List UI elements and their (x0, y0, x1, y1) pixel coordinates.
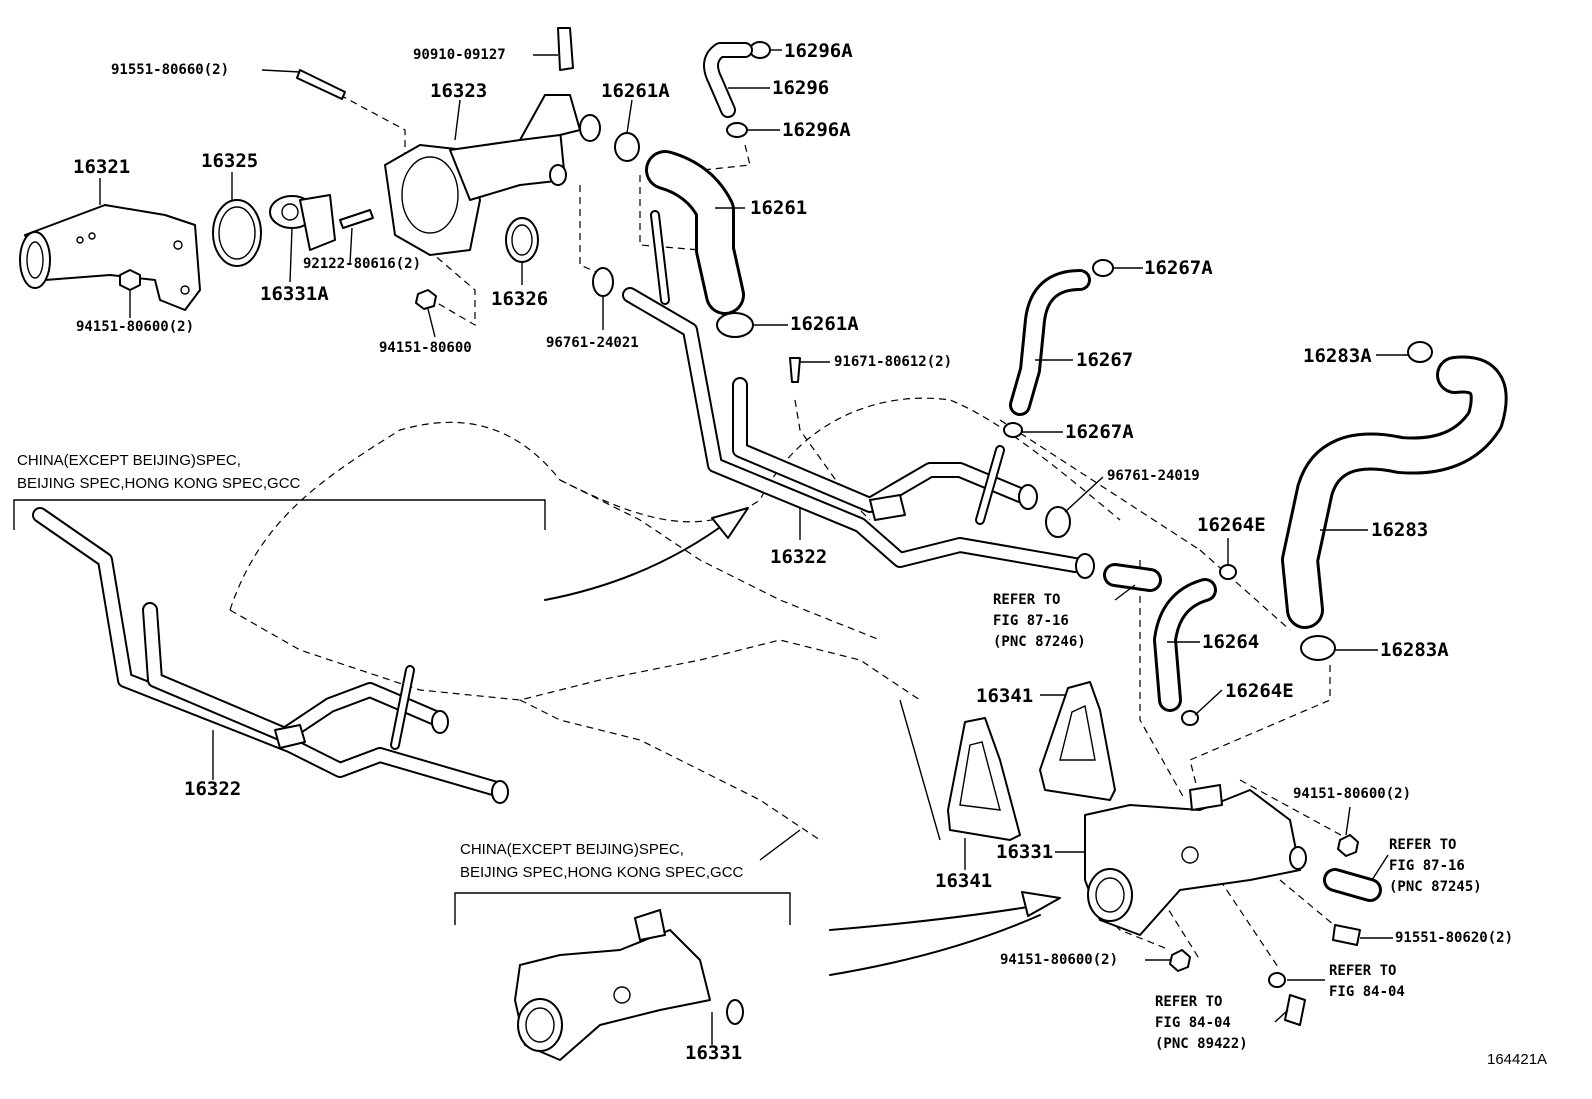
hose-refer-87246 (1103, 563, 1162, 592)
ref-87245-line2: FIG 87-16 (1389, 858, 1465, 874)
hose-16296 (703, 42, 753, 118)
thermostat-16331A (269, 194, 336, 251)
ref-pnc-89422: REFER TO FIG 84-04 (PNC 89422) (1155, 992, 1248, 1055)
label-16331A: 16331A (260, 283, 329, 305)
sensor-90910-09127 (557, 27, 574, 71)
o-ring-96761-24019 (1045, 506, 1071, 538)
label-16283A-bottom: 16283A (1380, 639, 1449, 661)
label-94151-80600-2-bottom: 94151-80600(2) (1000, 952, 1119, 968)
ref-87246-line1: REFER TO (993, 592, 1061, 608)
label-16296A-mid: 16296A (782, 119, 851, 141)
housing-16323 (384, 94, 601, 256)
label-16322-left: 16322 (184, 778, 242, 800)
ref-89422-line2: FIG 84-04 (1155, 1015, 1231, 1031)
housing-16331-bottom (514, 909, 744, 1061)
bolt-91551-80660 (296, 69, 346, 100)
hose-16261 (645, 150, 745, 315)
label-16323: 16323 (430, 80, 488, 102)
variant-note-bottom: CHINA(EXCEPT BEIJING)SPEC, BEIJING SPEC,… (460, 838, 743, 885)
ref-84-04-line2: FIG 84-04 (1329, 984, 1405, 1000)
gasket-16325 (212, 199, 262, 267)
nut-left (119, 269, 141, 291)
ref-89422-line3: (PNC 89422) (1155, 1036, 1248, 1052)
label-16261: 16261 (750, 197, 808, 219)
label-16326: 16326 (491, 288, 549, 310)
label-16264E-bottom: 16264E (1225, 680, 1294, 702)
label-16325: 16325 (201, 150, 259, 172)
ref-89422-line1: REFER TO (1155, 994, 1223, 1010)
ref-84-04-line1: REFER TO (1329, 963, 1397, 979)
o-ring-96761-24021 (592, 267, 614, 297)
label-96761-24019: 96761-24019 (1107, 468, 1200, 484)
label-16341-upper: 16341 (976, 685, 1034, 707)
bracket-bottom (454, 892, 791, 925)
stud-92122 (339, 209, 374, 229)
ref-87245-line3: (PNC 87245) (1389, 879, 1482, 895)
label-16296A-top: 16296A (784, 40, 853, 62)
label-94151-80600: 94151-80600 (379, 340, 472, 356)
label-16267: 16267 (1076, 349, 1134, 371)
label-16331-bottom: 16331 (685, 1042, 743, 1064)
label-90910-09127: 90910-09127 (413, 47, 506, 63)
label-16296: 16296 (772, 77, 830, 99)
bolt-91671-80612 (789, 357, 801, 383)
label-16331-right: 16331 (996, 841, 1054, 863)
ref-87245-line1: REFER TO (1389, 837, 1457, 853)
label-91671-80612: 91671-80612(2) (834, 354, 953, 370)
label-94151-80600-2-left: 94151-80600(2) (76, 319, 195, 335)
bolt-91551-80620 (1332, 924, 1361, 946)
label-91551-80660: 91551-80660(2) (111, 62, 230, 78)
nut-94151-bottom (1169, 949, 1191, 972)
hose-refer-87245 (1323, 868, 1382, 902)
label-16283: 16283 (1371, 519, 1429, 541)
label-92122-80616: 92122-80616(2) (303, 256, 422, 272)
label-16261A-mid: 16261A (790, 313, 859, 335)
label-16267A-mid: 16267A (1065, 421, 1134, 443)
engine-outline (229, 397, 1121, 861)
label-16264E-top: 16264E (1197, 514, 1266, 536)
figure-id: 164421A (1487, 1051, 1548, 1068)
nut-94151-right (1337, 834, 1359, 857)
label-16322-main: 16322 (770, 546, 828, 568)
label-16321: 16321 (73, 156, 131, 178)
ref-87246-line3: (PNC 87246) (993, 634, 1086, 650)
ref-pnc-87245: REFER TO FIG 87-16 (PNC 87245) (1389, 835, 1482, 898)
leaders (99, 49, 1408, 1045)
variant-note-left: CHINA(EXCEPT BEIJING)SPEC, BEIJING SPEC,… (17, 449, 300, 496)
hose-16264 (1153, 578, 1217, 712)
gasket-16341-lower (947, 717, 1021, 841)
hose-16283 (1281, 355, 1508, 629)
ref-pnc-87246: REFER TO FIG 87-16 (PNC 87246) (993, 590, 1086, 653)
nut-94151-80600 (415, 289, 437, 310)
label-96761-24021: 96761-24021 (546, 335, 639, 351)
variant-note-left-line1: CHINA(EXCEPT BEIJING)SPEC, (17, 452, 241, 469)
label-16261A-top: 16261A (601, 80, 670, 102)
bracket-left (13, 499, 546, 530)
pipe-16322-left (32, 507, 509, 804)
variant-note-bottom-line2: BEIJING SPEC,HONG KONG SPEC,GCC (460, 864, 744, 882)
variant-note-left-line2: BEIJING SPEC,HONG KONG SPEC,GCC (17, 475, 301, 493)
label-16264: 16264 (1202, 631, 1260, 653)
hose-16267 (1009, 269, 1091, 416)
assembly-lines (339, 94, 1351, 971)
label-16267A-top: 16267A (1144, 257, 1213, 279)
ref-fig-84-04-right: REFER TO FIG 84-04 (1329, 961, 1405, 1003)
washer-84-04 (1268, 972, 1286, 988)
gasket-16341-upper (1039, 681, 1116, 801)
ref-87246-line2: FIG 87-16 (993, 613, 1069, 629)
label-16341-lower: 16341 (935, 870, 993, 892)
water-outlet-16321 (19, 204, 201, 311)
housing-16331-right (1084, 784, 1307, 936)
label-94151-80600-2-right: 94151-80600(2) (1293, 786, 1412, 802)
variant-note-bottom-line1: CHINA(EXCEPT BEIJING)SPEC, (460, 841, 684, 858)
arrows (544, 507, 1061, 976)
label-91551-80620: 91551-80620(2) (1395, 930, 1514, 946)
label-16283A-top: 16283A (1303, 345, 1372, 367)
pipe-16322-main (622, 210, 1095, 579)
